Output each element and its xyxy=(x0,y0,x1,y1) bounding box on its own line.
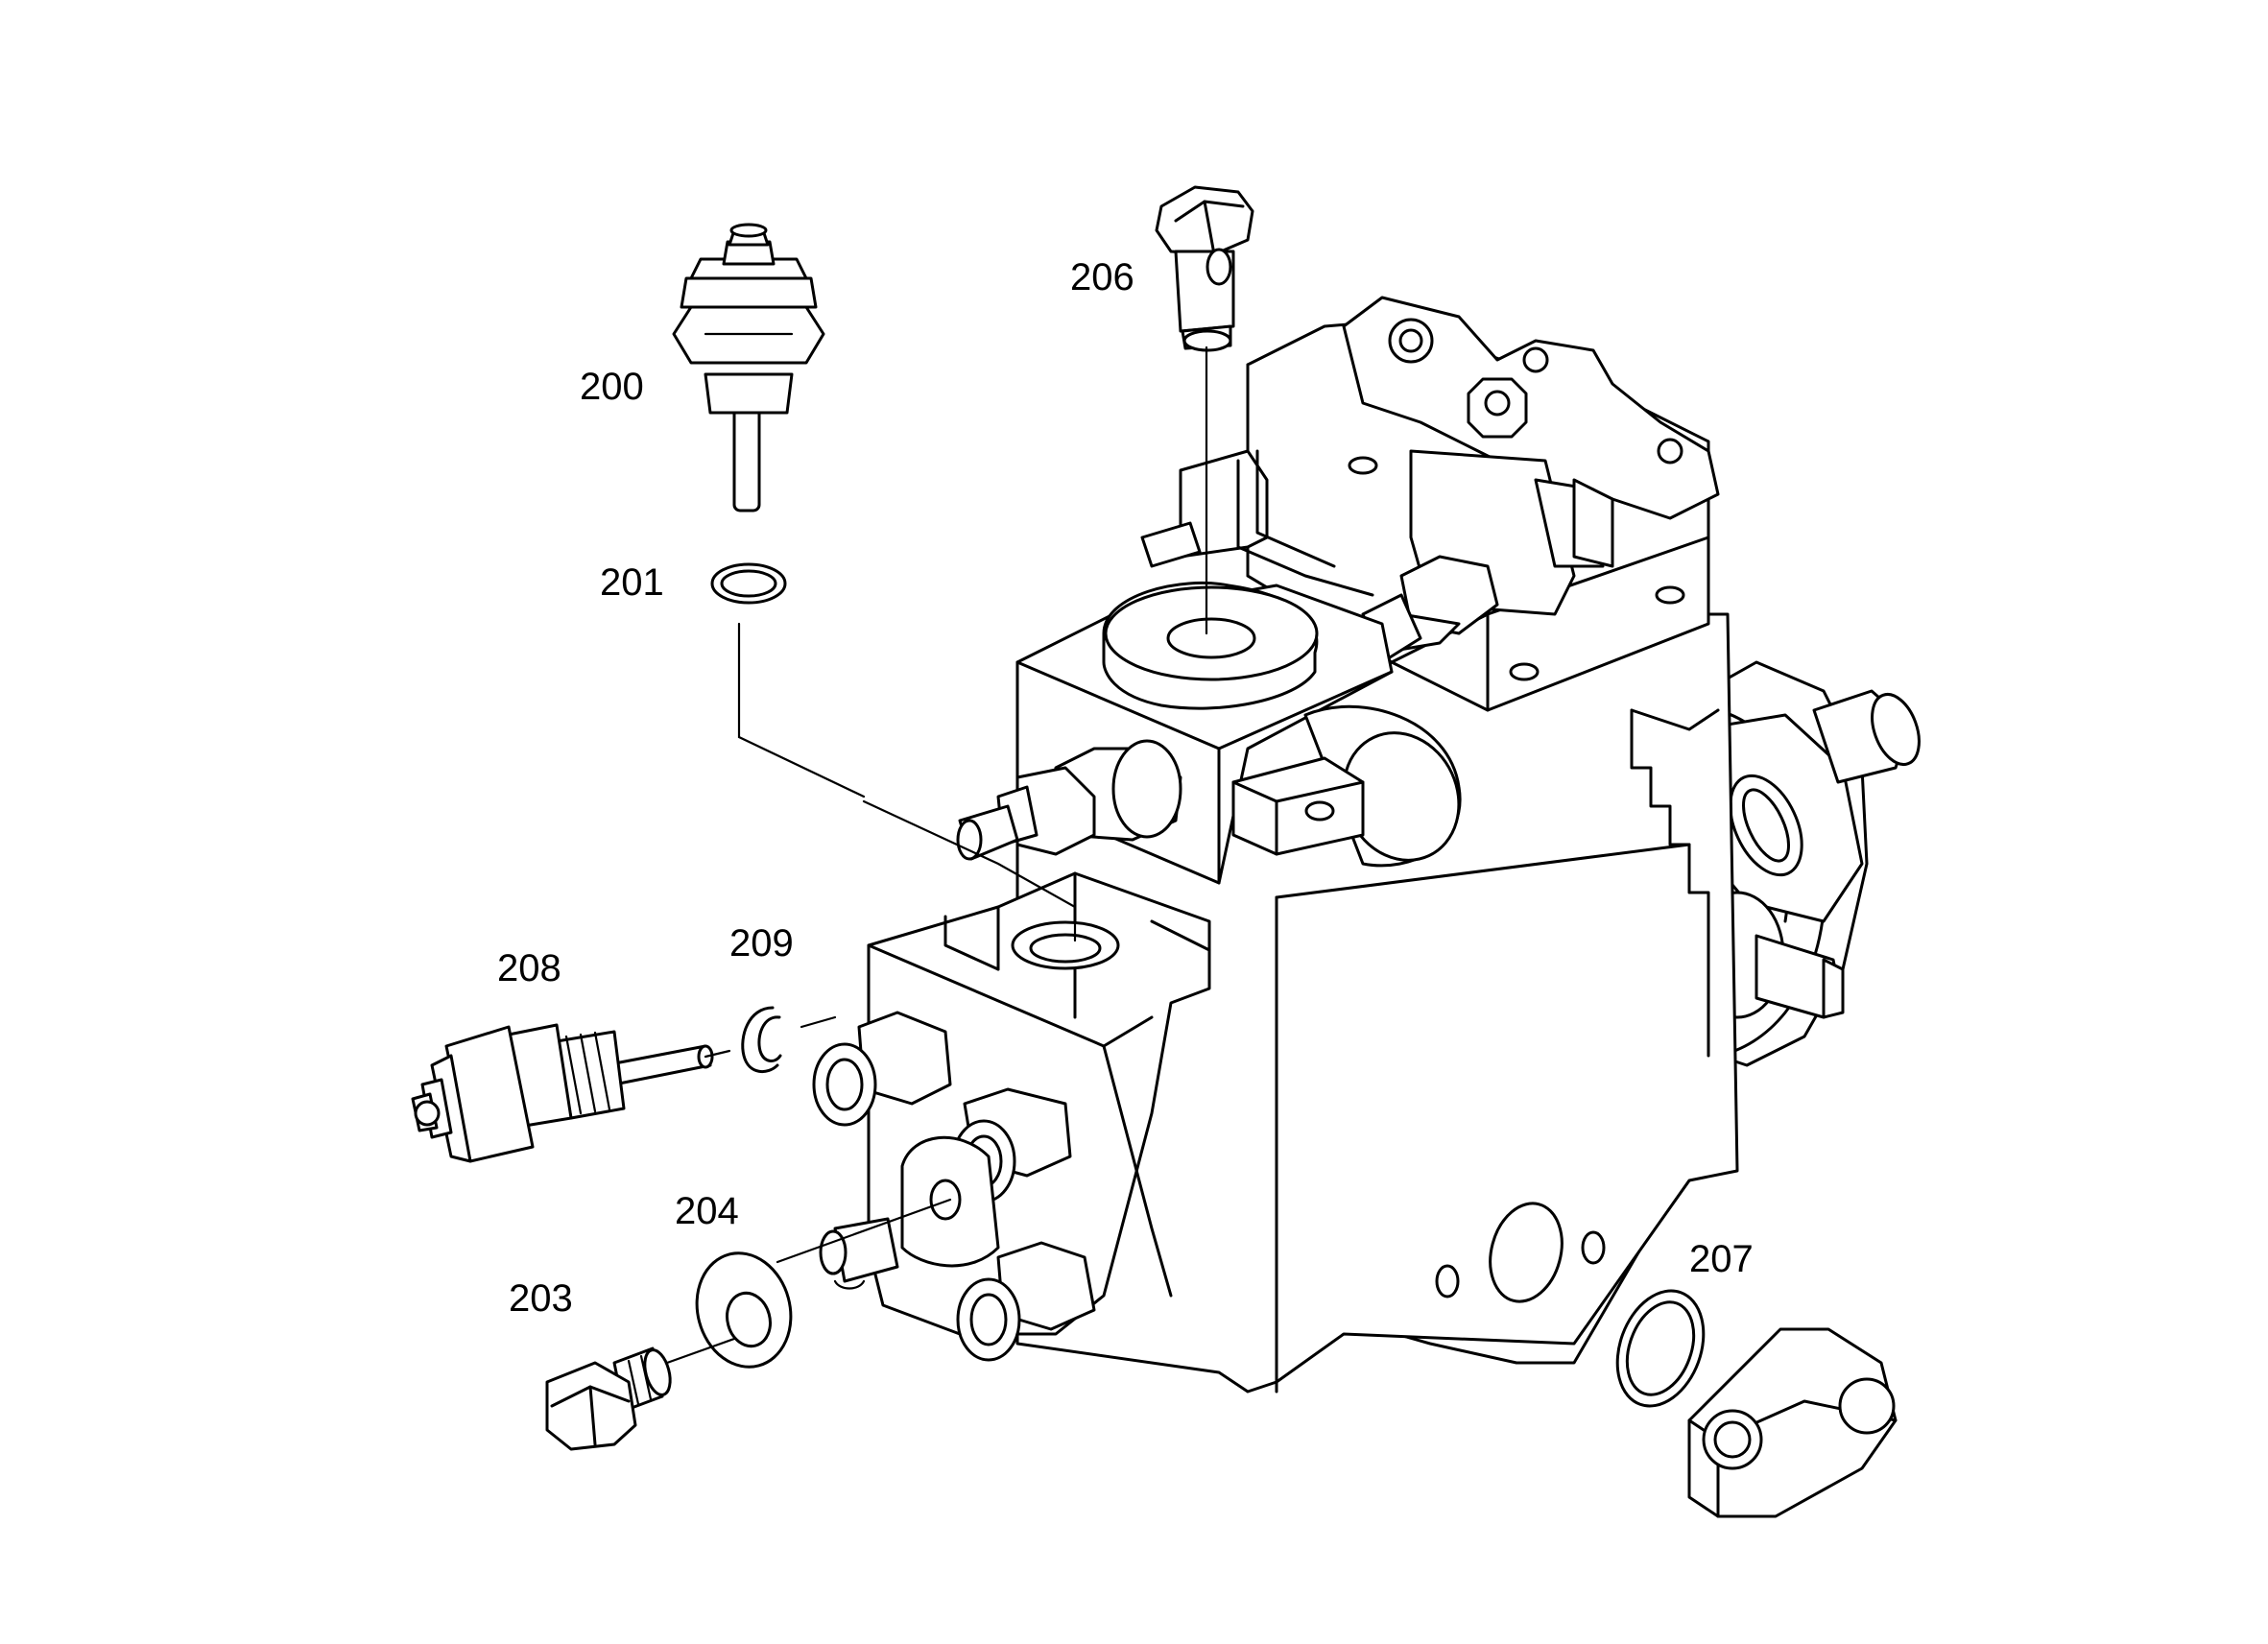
callout-207: 207 xyxy=(1689,1238,1754,1280)
callout-208: 208 xyxy=(497,947,561,989)
callout-206: 206 xyxy=(1070,256,1134,298)
pump-body xyxy=(812,296,1921,1394)
callout-203: 203 xyxy=(509,1277,573,1320)
part-203-hex-bolt xyxy=(545,1346,672,1451)
part-206-banjo-bolt xyxy=(1155,185,1254,352)
part-200-valve xyxy=(672,223,825,512)
part-201-o-ring xyxy=(710,562,787,605)
part-209-snap-ring xyxy=(741,1006,782,1074)
part-207-cover xyxy=(1615,1289,1898,1518)
part-208-sensor xyxy=(411,1023,714,1163)
callout-209: 209 xyxy=(729,922,794,965)
callout-204: 204 xyxy=(675,1190,739,1232)
callout-200: 200 xyxy=(580,366,644,408)
part-204-washer xyxy=(695,1251,793,1369)
callout-201: 201 xyxy=(600,561,664,604)
leader-lines xyxy=(665,345,1208,1365)
